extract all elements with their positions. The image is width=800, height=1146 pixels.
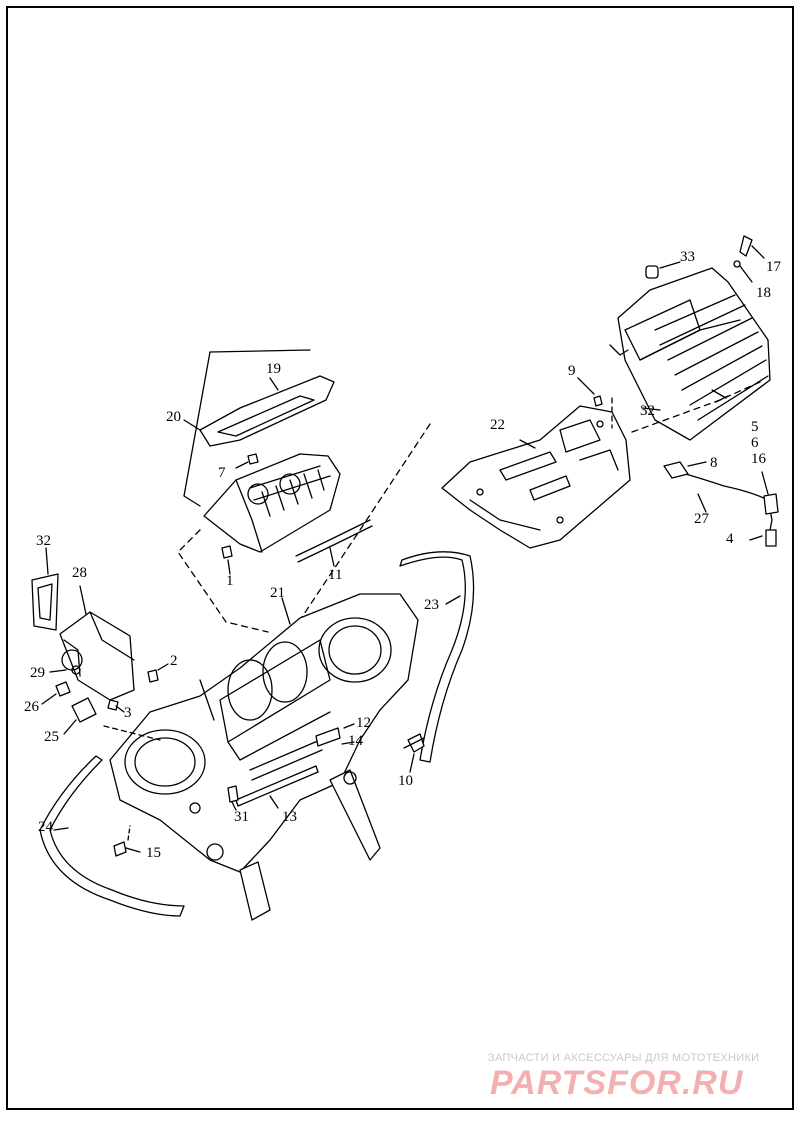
trim-23 (399, 551, 475, 763)
callout-15: 15 (146, 845, 161, 861)
strip-13 (235, 765, 319, 807)
trim-24 (39, 755, 185, 917)
callout-27: 27 (694, 511, 709, 527)
seal-11 (295, 519, 373, 563)
callout-9: 9 (568, 363, 576, 379)
callout-2: 2 (170, 653, 178, 669)
washer-18 (733, 260, 741, 268)
callout-32-left: 32 (36, 533, 51, 549)
callout-20: 20 (166, 409, 181, 425)
callout-11: 11 (328, 567, 343, 583)
diagram-frame (6, 6, 794, 1110)
callout-25: 25 (44, 729, 59, 745)
mounting-bracket-22 (441, 405, 631, 549)
callout-14: 14 (348, 733, 363, 749)
lid-19 (199, 375, 335, 447)
callout-3: 3 (124, 705, 132, 721)
callout-12: 12 (356, 715, 371, 731)
callout-16: 7 (218, 465, 226, 481)
pin-31 (227, 785, 239, 803)
socket-25 (71, 697, 97, 723)
callout-1: 1 (226, 573, 234, 589)
callout-26: 26 (24, 699, 39, 715)
callout-13: 13 (282, 809, 297, 825)
callout-8: 8 (710, 455, 718, 471)
callout-22: 22 (490, 417, 505, 433)
screw-15 (113, 841, 127, 857)
callout-7: 16 (751, 451, 766, 467)
clip-12 (315, 727, 341, 747)
bulb-29 (71, 665, 81, 675)
voltage-regulator (609, 267, 771, 441)
nut-16 (247, 453, 259, 465)
screw-10 (403, 733, 425, 753)
nut-26 (55, 681, 71, 697)
screw-17 (739, 235, 753, 257)
screw-1 (221, 545, 233, 559)
callout-17: 17 (766, 259, 781, 275)
callout-6: 6 (751, 435, 759, 451)
watermark-tagline: ЗАПЧАСТИ И АКСЕССУАРЫ ДЛЯ МОТОТЕХНИКИ (488, 1052, 760, 1064)
spacer-33 (645, 265, 659, 279)
watermark-logo: PARTSFOR.RU (490, 1064, 744, 1102)
callout-32-regulator: 32 (640, 403, 655, 419)
callout-29: 29 (30, 665, 45, 681)
callout-18: 18 (756, 285, 771, 301)
callout-10: 10 (398, 773, 413, 789)
screw-2 (147, 669, 159, 683)
callout-19: 19 (266, 361, 281, 377)
callout-24: 24 (38, 819, 53, 835)
screw-3 (107, 699, 119, 711)
callout-28: 28 (72, 565, 87, 581)
screw-9 (593, 395, 603, 407)
inner-fairing-21 (109, 593, 419, 921)
callout-4: 4 (726, 531, 734, 547)
callout-33: 33 (680, 249, 695, 265)
bracket-32-left (31, 573, 59, 631)
callout-23: 23 (424, 597, 439, 613)
wire-harness-27 (663, 461, 779, 547)
callout-21: 21 (270, 585, 285, 601)
headlamp-module-28 (59, 611, 135, 701)
callout-5: 5 (751, 419, 759, 435)
storage-box-20 (203, 453, 341, 553)
callout-31: 31 (234, 809, 249, 825)
